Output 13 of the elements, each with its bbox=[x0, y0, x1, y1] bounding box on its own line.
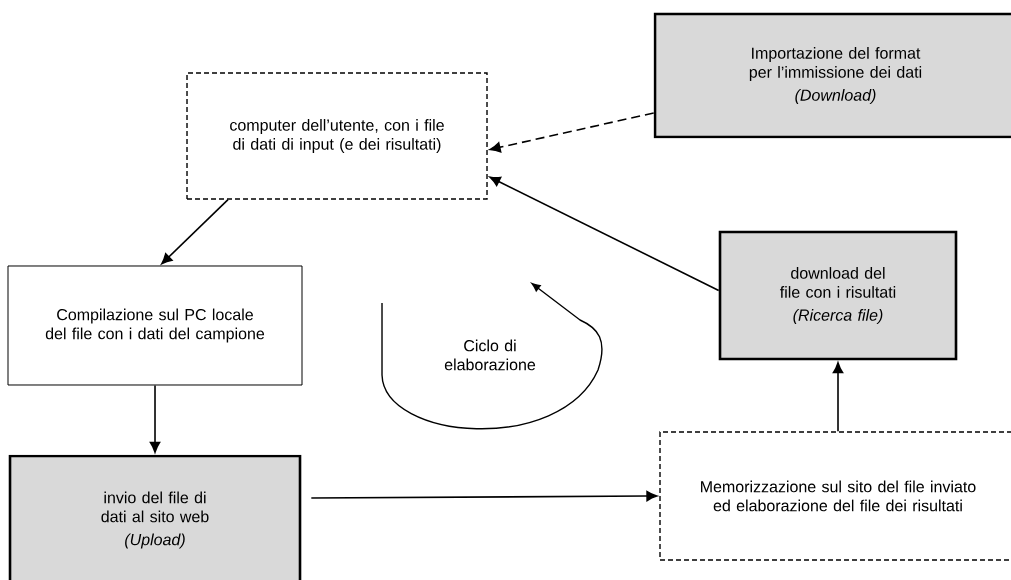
dashed-box: Memorizzazione sul sito del file inviato ed elaborazione del file dei risultati bbox=[659, 431, 1011, 561]
arrow bbox=[161, 198, 229, 265]
cycle-label: Ciclo di elaborazione bbox=[444, 339, 536, 371]
arrow bbox=[149, 384, 161, 453]
arrow bbox=[489, 176, 720, 292]
process-box: Importazione del format per l’immissione dei dati (Download) bbox=[653, 12, 1011, 139]
dashed-box: computer dell’utente, con i file di dati di input (e dei risultati) bbox=[186, 72, 488, 200]
process-box: Compilazione sul PC locale del file con i dati del campione bbox=[7, 265, 303, 386]
arrow bbox=[832, 362, 844, 433]
arrow bbox=[310, 490, 658, 502]
process-box: download del file con i risultati (Ricerca file) bbox=[718, 230, 958, 361]
process-box: invio del file di dati al sito web (Upload) bbox=[8, 454, 302, 580]
arrow bbox=[489, 112, 655, 153]
